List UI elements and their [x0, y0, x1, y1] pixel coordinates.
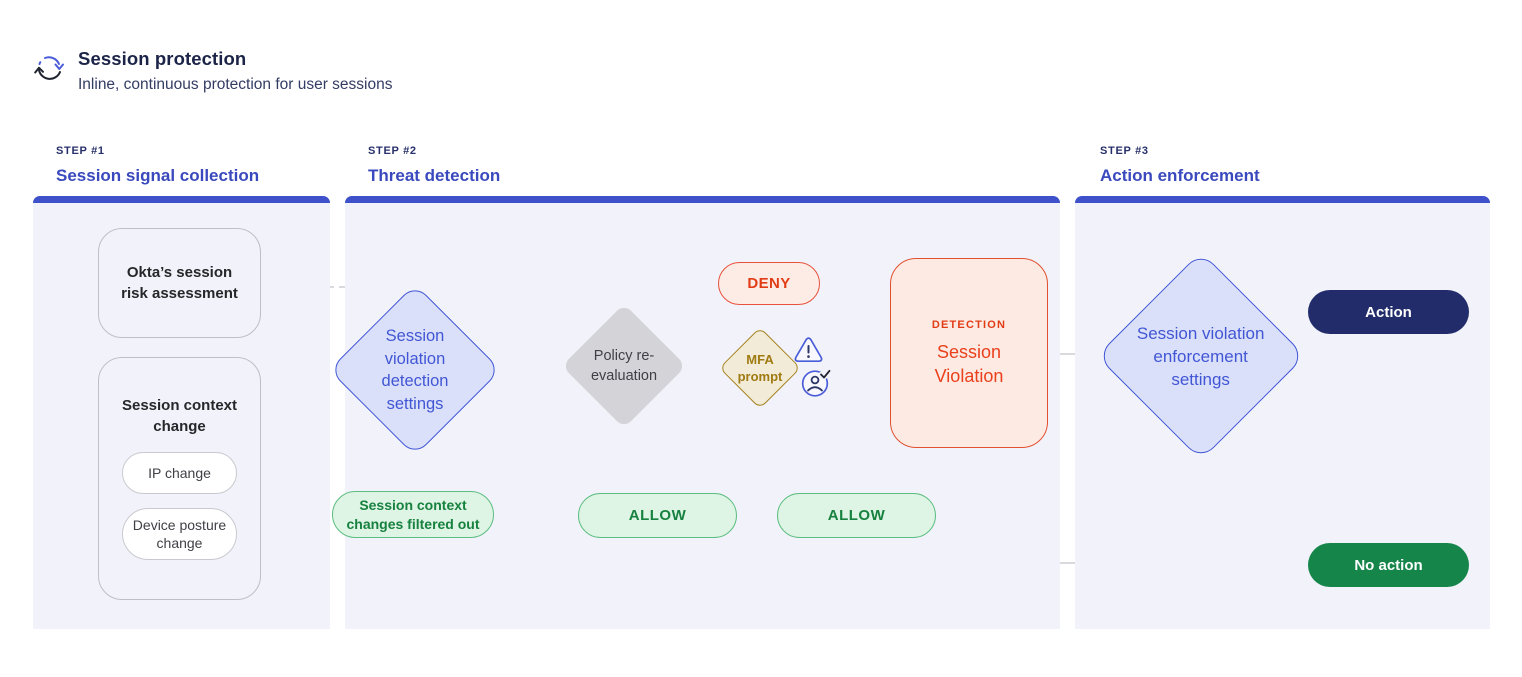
allow-node-1: ALLOW — [578, 493, 737, 538]
step-1-title: Session signal collection — [56, 166, 260, 185]
panel-accent-bar — [345, 196, 1060, 203]
step-1-label: STEP #1 — [56, 145, 105, 157]
warning-triangle-icon — [794, 337, 823, 363]
okta-risk-assessment-node: Okta’s session risk assessment — [98, 228, 261, 338]
step-2-title: Threat detection — [368, 166, 501, 185]
user-verified-icon — [801, 369, 831, 397]
ip-change-node: IP change — [122, 452, 237, 494]
panel-accent-bar — [1075, 196, 1490, 203]
device-posture-change-node: Device posture change — [122, 508, 237, 560]
diamond-label: Policy re-evaluation — [590, 348, 658, 384]
page-subtitle: Inline, continuous protection for user s… — [78, 76, 393, 93]
session-context-change-title: Session context change — [121, 397, 238, 435]
diamond-label: MFA prompt — [737, 352, 783, 384]
session-context-change-group — [98, 357, 261, 600]
no-action-node: No action — [1308, 543, 1469, 587]
detection-title: Session Violation — [934, 341, 1004, 386]
action-node: Action — [1308, 290, 1469, 334]
step-3-title: Action enforcement — [1100, 166, 1260, 185]
session-violation-detection-node: DETECTION Session Violation — [890, 258, 1048, 448]
detection-eyebrow: DETECTION — [931, 318, 1007, 331]
step-3-label: STEP #3 — [1100, 145, 1149, 157]
refresh-cycle-icon — [34, 56, 64, 80]
diamond-label: Session violation enforcement settings — [1137, 323, 1265, 389]
page-title: Session protection — [78, 48, 247, 69]
diamond-label: Session violation detection settings — [381, 327, 449, 413]
step-2-label: STEP #2 — [368, 145, 417, 157]
panel-accent-bar — [33, 196, 330, 203]
allow-node-2: ALLOW — [777, 493, 936, 538]
filtered-out-node: Session context changes filtered out — [332, 491, 494, 538]
deny-node: DENY — [718, 262, 820, 305]
